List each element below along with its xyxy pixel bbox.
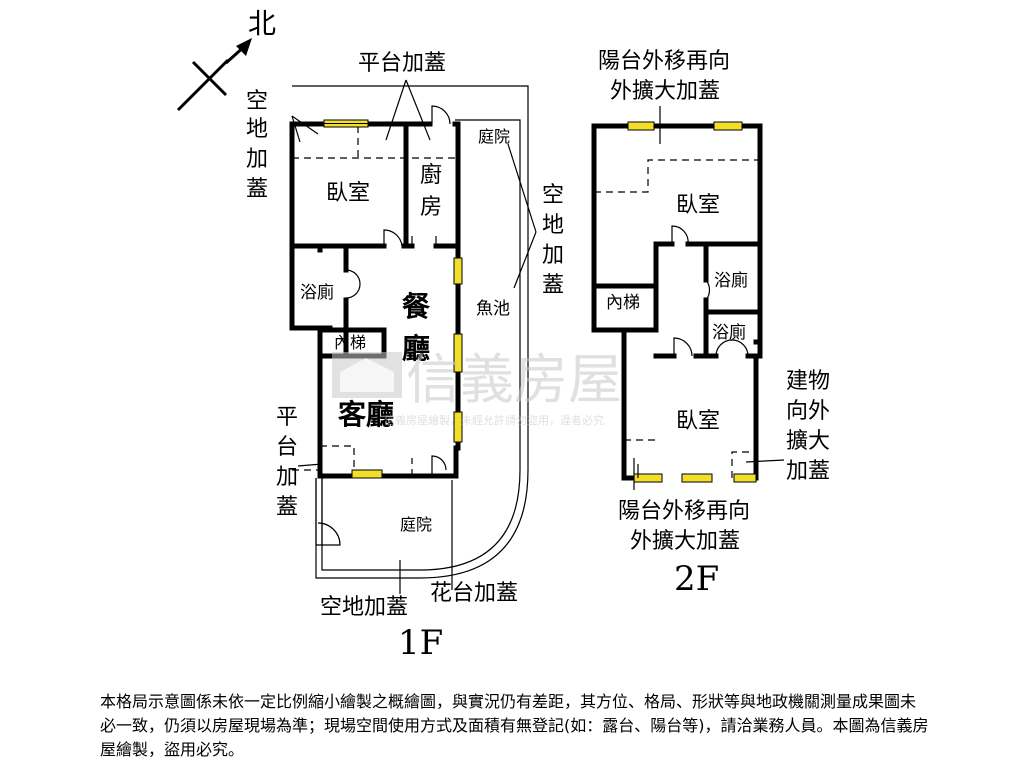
floor1-site-boundary-inner xyxy=(321,119,521,571)
f1-courtyard-bottom-label: 庭院 xyxy=(400,515,432,534)
f2-building-ext-2: 向外 xyxy=(786,399,830,424)
f1-vacant-left-2: 地 xyxy=(246,117,268,142)
f1-vacant-left-1: 空 xyxy=(246,89,268,114)
f1-living-label: 客廳 xyxy=(338,398,394,431)
f1-kitchen-label-bottom: 房 xyxy=(420,195,442,220)
f2-building-ext-1: 建物 xyxy=(786,369,830,394)
floor2-walls xyxy=(591,123,763,481)
f2-building-ext-4: 加蓋 xyxy=(786,459,830,484)
f1-bathroom-label: 浴廁 xyxy=(300,282,334,303)
f2-balcony-top-line2: 外擴大加蓋 xyxy=(610,79,720,104)
disclaimer-text: 本格局示意圖係未依一定比例縮小繪製之概繪圖，與實況仍有差距，其方位、格局、形狀等… xyxy=(100,692,929,759)
f1-courtyard-top-label: 庭院 xyxy=(478,127,510,146)
f1-bedroom-label: 臥室 xyxy=(326,181,370,206)
f1-flower-bed-label: 花台加蓋 xyxy=(430,581,518,606)
f2-balcony-bottom-line2: 外擴大加蓋 xyxy=(630,529,740,554)
f2-bathroom-b-label: 浴廁 xyxy=(712,322,746,343)
floor1-plan: 臥室 廚 房 浴廁 內梯 餐 廳 客廳 庭院 庭院 魚池 平台加蓋 空 地 加 … xyxy=(246,51,564,663)
watermark-notice: 信義房屋繪製，未經允許請勿盜用，違者必究 xyxy=(384,413,604,427)
f1-platform-left-3: 加 xyxy=(276,465,298,490)
f1-dining-label-top: 餐 xyxy=(402,290,431,323)
f1-fish-pond-label: 魚池 xyxy=(476,299,510,319)
f1-platform-left-1: 平 xyxy=(276,405,298,430)
f1-vacant-right-4: 蓋 xyxy=(542,273,564,298)
f2-bathroom-a-label: 浴廁 xyxy=(714,270,748,291)
f2-bedroom-top-label: 臥室 xyxy=(676,193,720,218)
floor2-plan: 臥室 浴廁 內梯 浴廁 臥室 陽台外移再向 外擴大加蓋 陽台外移再向 外擴大加蓋… xyxy=(591,49,830,599)
floor2-label: 2F xyxy=(674,559,719,599)
f1-stairs-label: 內梯 xyxy=(334,333,366,352)
f1-vacant-right-3: 加 xyxy=(542,243,564,268)
f1-kitchen-label-top: 廚 xyxy=(420,163,442,188)
f2-building-ext-3: 擴大 xyxy=(786,429,830,454)
f1-vacant-left-4: 蓋 xyxy=(246,177,268,202)
f2-bedroom-bottom-label: 臥室 xyxy=(676,409,720,434)
floor1-site-boundary xyxy=(292,85,529,579)
watermark: 信義房屋 信義房屋繪製，未經允許請勿盜用，違者必究 xyxy=(332,348,622,427)
f2-balcony-top-line1: 陽台外移再向 xyxy=(598,49,730,74)
f2-stairs-label: 內梯 xyxy=(606,293,640,313)
north-label: 北 xyxy=(248,7,276,40)
f1-platform-top-label: 平台加蓋 xyxy=(358,51,446,76)
f1-dining-label-bottom: 廳 xyxy=(402,332,430,365)
watermark-brand: 信義房屋 xyxy=(406,348,622,411)
f1-platform-left-2: 台 xyxy=(276,435,298,460)
f2-balcony-bottom-line1: 陽台外移再向 xyxy=(618,499,750,524)
f1-vacant-bottom-label: 空地加蓋 xyxy=(320,595,408,620)
f1-vacant-right-2: 地 xyxy=(542,213,564,238)
f1-vacant-right-1: 空 xyxy=(542,183,564,208)
f1-platform-left-4: 蓋 xyxy=(276,495,298,520)
floor1-label: 1F xyxy=(398,623,443,663)
watermark-logo-icon xyxy=(332,352,402,398)
north-arrow-icon xyxy=(176,38,252,112)
f1-vacant-left-3: 加 xyxy=(246,147,268,172)
